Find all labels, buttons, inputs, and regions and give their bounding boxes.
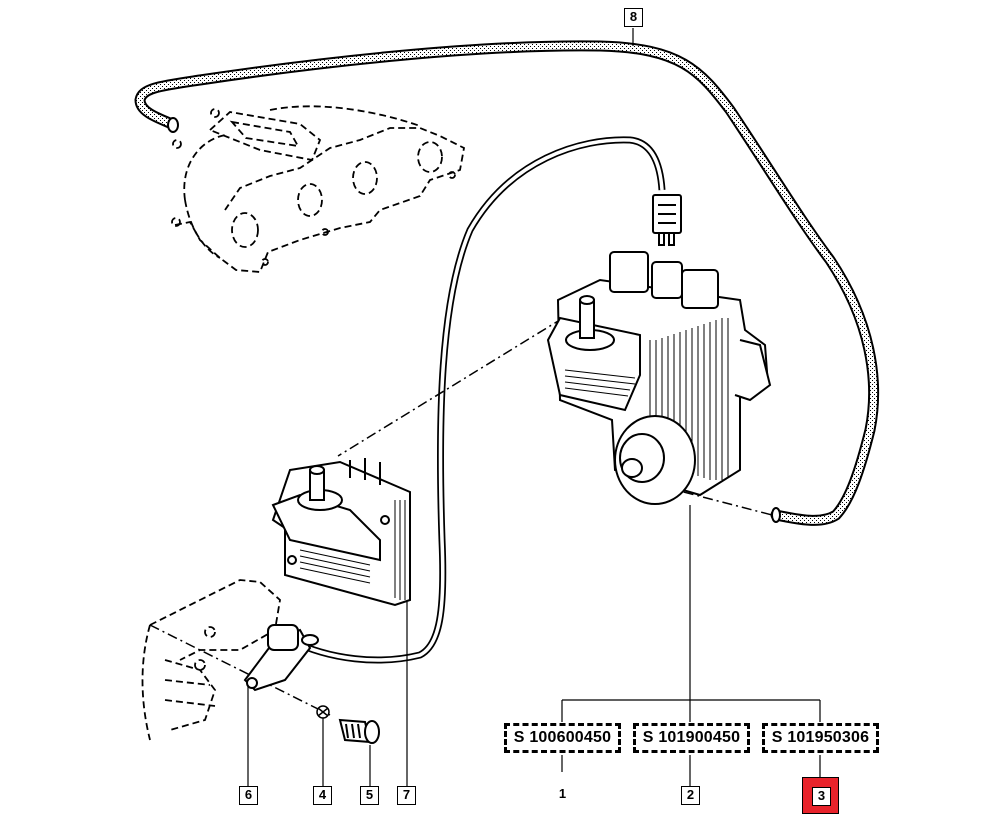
- callout-8[interactable]: 8: [624, 8, 643, 27]
- callout-3[interactable]: 3: [812, 787, 831, 806]
- callout-2[interactable]: 2: [681, 786, 700, 805]
- part-reference-1[interactable]: S 100600450: [504, 723, 621, 753]
- ignition-module-assembly[interactable]: [546, 251, 772, 505]
- vacuum-hose[interactable]: [134, 40, 880, 526]
- engine-block-bracket: [141, 579, 281, 741]
- part-reference-3[interactable]: S 101950306: [762, 723, 879, 753]
- leader-lines: [247, 28, 821, 786]
- crankshaft-sensor[interactable]: [243, 624, 319, 692]
- part-reference-2[interactable]: S 101900450: [633, 723, 750, 753]
- exhaust-manifold[interactable]: [171, 105, 466, 273]
- washer[interactable]: [316, 705, 330, 719]
- callout-5[interactable]: 5: [360, 786, 379, 805]
- callout-1[interactable]: 1: [558, 786, 567, 801]
- callout-6[interactable]: 6: [239, 786, 258, 805]
- sensor-wire: [288, 136, 666, 664]
- ignition-coil[interactable]: [271, 458, 411, 607]
- callout-3-highlighted[interactable]: 3: [802, 777, 839, 814]
- bolt[interactable]: [338, 718, 380, 744]
- callout-7[interactable]: 7: [397, 786, 416, 805]
- sensor-connector[interactable]: [652, 194, 682, 246]
- callout-4[interactable]: 4: [313, 786, 332, 805]
